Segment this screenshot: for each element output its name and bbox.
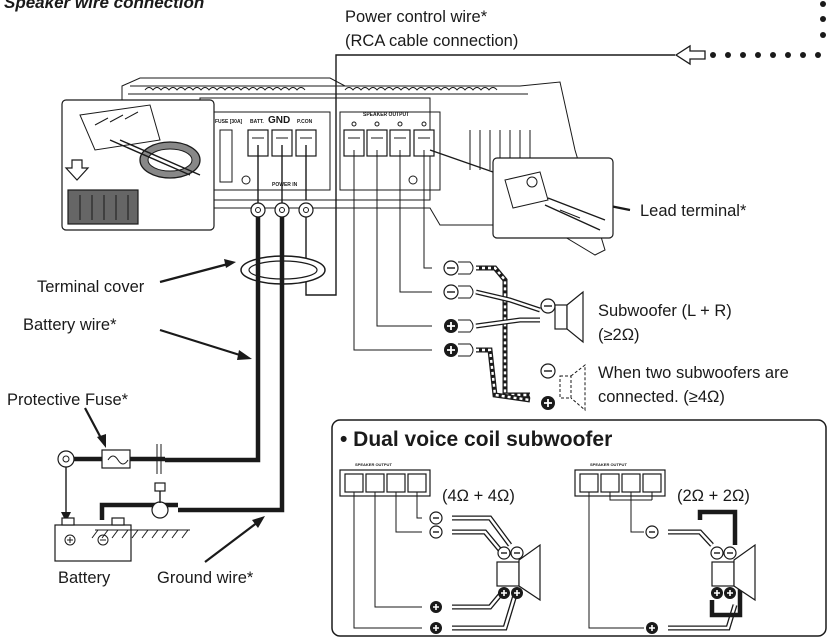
svg-text:SPEAKER OUTPUT: SPEAKER OUTPUT [355,462,392,467]
speaker-wires [353,150,541,403]
ground-wire-arrow [204,521,259,563]
svg-text:SPEAKER OUTPUT: SPEAKER OUTPUT [590,462,627,467]
power-control-label-sub: (RCA cable connection) [345,32,518,50]
battery-wire-label: Battery wire* [23,316,117,334]
battery-label: Battery [58,569,111,587]
batt-label: BATT. [250,119,264,125]
speaker-output-label: SPEAKER OUTPUT [363,112,409,118]
second-speaker-icon [540,363,586,412]
lead-terminal-label: Lead terminal* [640,202,747,220]
power-terminal-block [247,129,317,170]
ground-wire [178,217,285,513]
protective-fuse-label: Protective Fuse* [7,391,129,409]
plus-terminal-icon [444,319,474,357]
battery-icon [54,517,132,562]
left-impedance-label: (4Ω + 4Ω) [442,487,515,505]
two-subwoofers-label: When two subwoofers are [598,364,789,382]
battery-clamp [57,444,162,474]
power-in-label: POWER IN [272,182,298,188]
power-control-label: Power control wire* [345,8,488,26]
dvc-left-terminal-block: SPEAKER OUTPUT [339,462,541,634]
power-control-wire [305,54,675,296]
dual-voice-coil-title: • Dual voice coil subwoofer [340,428,612,451]
gnd-label: GND [268,115,290,126]
battery-wire-arrow [159,328,244,358]
two-subwoofers-label-sub: connected. (≥4Ω) [598,388,725,406]
down-arrow-icon [61,512,71,522]
terminal-cover-arrow [159,262,229,284]
right-impedance-label: (2Ω + 2Ω) [677,487,750,505]
speaker-terminal-block [343,121,435,157]
battery-wire [165,217,261,463]
minus-terminal-icon [443,260,474,300]
dotted-line-icon [710,1,826,58]
section-title: Speaker wire connection [4,0,204,12]
ring-terminals [250,170,314,218]
dvc-right-terminal-block: SPEAKER OUTPUT [574,462,756,634]
subwoofer-label: Subwoofer (L + R) [598,302,732,320]
lead-terminal-inset [429,149,614,239]
speaker-icon [540,290,584,344]
protective-fuse-icon [101,449,131,469]
subwoofer-impedance: (≥2Ω) [598,326,640,344]
dual-voice-coil-panel [331,419,827,637]
hollow-left-arrow-icon [674,44,706,66]
pcon-label: P.CON [297,119,313,125]
terminal-cover-label: Terminal cover [37,278,145,296]
fuse-arrow [84,407,103,441]
terminal-detail-inset [61,99,215,231]
ground-bolt [91,482,190,539]
fuse-label: FUSE [30A] [215,119,243,125]
ground-wire-label: Ground wire* [157,569,254,587]
